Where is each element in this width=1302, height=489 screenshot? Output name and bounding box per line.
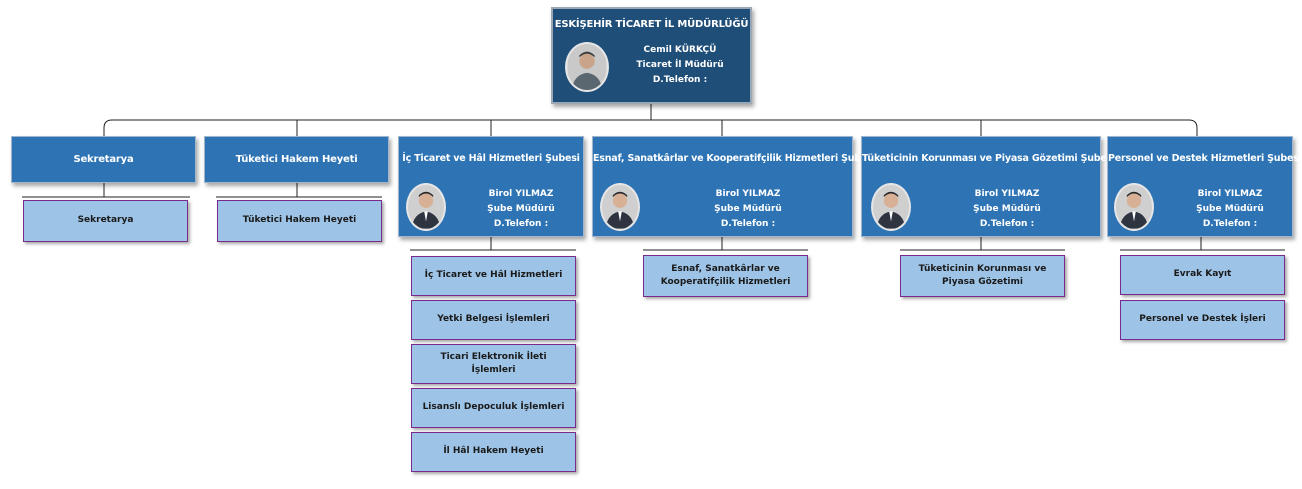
manager-name: Birol YILMAZ (488, 189, 554, 199)
unit-label: Tüketicinin Korunması ve Piyasa Gözetimi (918, 263, 1047, 287)
unit-label: Esnaf, Sanatkârlar ve Kooperatifçilik Hi… (660, 263, 791, 287)
unit-label: Ticari Elektronik İleti İşlemleri (440, 351, 547, 375)
unit-label: Tüketici Hakem Heyeti (242, 215, 357, 226)
department-tuketici-hakem-heyeti: Tüketici Hakem Heyeti (204, 136, 389, 183)
unit-tuketici-hakem-heyeti: Tüketici Hakem Heyeti (217, 200, 382, 242)
manager-phone: D.Telefon : (1202, 219, 1258, 229)
department-title: Tüketicinin Korunması ve Piyasa Gözetimi… (862, 153, 1116, 164)
department-title: İç Ticaret ve Hâl Hizmetleri Şubesi (402, 153, 580, 164)
root-role: Ticaret İl Müdürü (636, 60, 724, 70)
root-info: Cemil KÜRKÇÜ Ticaret İl Müdürü D.Telefon… (615, 43, 745, 88)
manager-role: Şube Müdürü (487, 204, 555, 214)
unit-label: İç Ticaret ve Hâl Hizmetleri (424, 270, 563, 281)
avatar (565, 42, 609, 92)
unit-label: İl Hâl Hakem Heyeti (443, 446, 544, 457)
unit-label: Yetki Belgesi İşlemleri (437, 314, 550, 325)
avatar (406, 183, 446, 231)
unit-esnaf-sanatkarlar: Esnaf, Sanatkârlar ve Kooperatifçilik Hi… (643, 255, 808, 297)
department-title: Personel ve Destek Hizmetleri Şubesi (1108, 153, 1302, 164)
manager-role: Şube Müdürü (714, 204, 782, 214)
unit-il-hal-hakem-heyeti: İl Hâl Hakem Heyeti (411, 432, 576, 472)
manager-role: Şube Müdürü (973, 204, 1041, 214)
unit-lisansli-depoculuk: Lisanslı Depoculuk İşlemleri (411, 388, 576, 428)
root-phone: D.Telefon : (652, 75, 708, 85)
unit-evrak-kayit: Evrak Kayıt (1120, 255, 1285, 295)
unit-label: Personel ve Destek İşleri (1139, 314, 1266, 325)
department-sekretarya: Sekretarya (11, 136, 196, 183)
root-title: ESKİŞEHİR TİCARET İL MÜDÜRLÜĞÜ (554, 19, 749, 30)
department-info: Birol YILMAZ Şube Müdürü D.Telefon : (683, 187, 813, 232)
department-esnaf-sanatkarlar: Esnaf, Sanatkârlar ve Kooperatifçilik Hi… (592, 136, 876, 237)
root-name: Cemil KÜRKÇÜ (643, 45, 717, 55)
manager-name: Birol YILMAZ (1197, 189, 1263, 199)
department-title: Esnaf, Sanatkârlar ve Kooperatifçilik Hi… (593, 153, 876, 164)
manager-phone: D.Telefon : (720, 219, 776, 229)
avatar (1114, 183, 1154, 231)
department-personel-destek: Personel ve Destek Hizmetleri Şubesi Bir… (1107, 136, 1302, 237)
manager-phone: D.Telefon : (493, 219, 549, 229)
unit-ticari-elektronik-ileti: Ticari Elektronik İleti İşlemleri (411, 344, 576, 384)
avatar (600, 183, 640, 231)
unit-label: Sekretarya (77, 215, 134, 226)
department-title: Sekretarya (73, 154, 134, 165)
unit-label: Evrak Kayıt (1173, 269, 1232, 280)
manager-phone: D.Telefon : (979, 219, 1035, 229)
unit-personel-destek-isleri: Personel ve Destek İşleri (1120, 300, 1285, 340)
department-info: Birol YILMAZ Şube Müdürü D.Telefon : (942, 187, 1072, 232)
manager-name: Birol YILMAZ (715, 189, 781, 199)
department-tuketicinin-korunmasi: Tüketicinin Korunması ve Piyasa Gözetimi… (861, 136, 1116, 237)
manager-role: Şube Müdürü (1196, 204, 1264, 214)
unit-ic-ticaret-hal: İç Ticaret ve Hâl Hizmetleri (411, 256, 576, 296)
root-node: ESKİŞEHİR TİCARET İL MÜDÜRLÜĞÜ Cemil KÜR… (551, 7, 752, 104)
manager-name: Birol YILMAZ (974, 189, 1040, 199)
unit-tuketicinin-korunmasi: Tüketicinin Korunması ve Piyasa Gözetimi (900, 255, 1065, 297)
unit-label: Lisanslı Depoculuk İşlemleri (422, 402, 565, 413)
unit-sekretarya: Sekretarya (23, 200, 188, 242)
department-info: Birol YILMAZ Şube Müdürü D.Telefon : (461, 187, 581, 232)
unit-yetki-belgesi: Yetki Belgesi İşlemleri (411, 300, 576, 340)
department-title: Tüketici Hakem Heyeti (235, 154, 358, 165)
department-info: Birol YILMAZ Şube Müdürü D.Telefon : (1168, 187, 1292, 232)
department-ic-ticaret: İç Ticaret ve Hâl Hizmetleri Şubesi Biro… (398, 136, 584, 237)
avatar (871, 183, 911, 231)
